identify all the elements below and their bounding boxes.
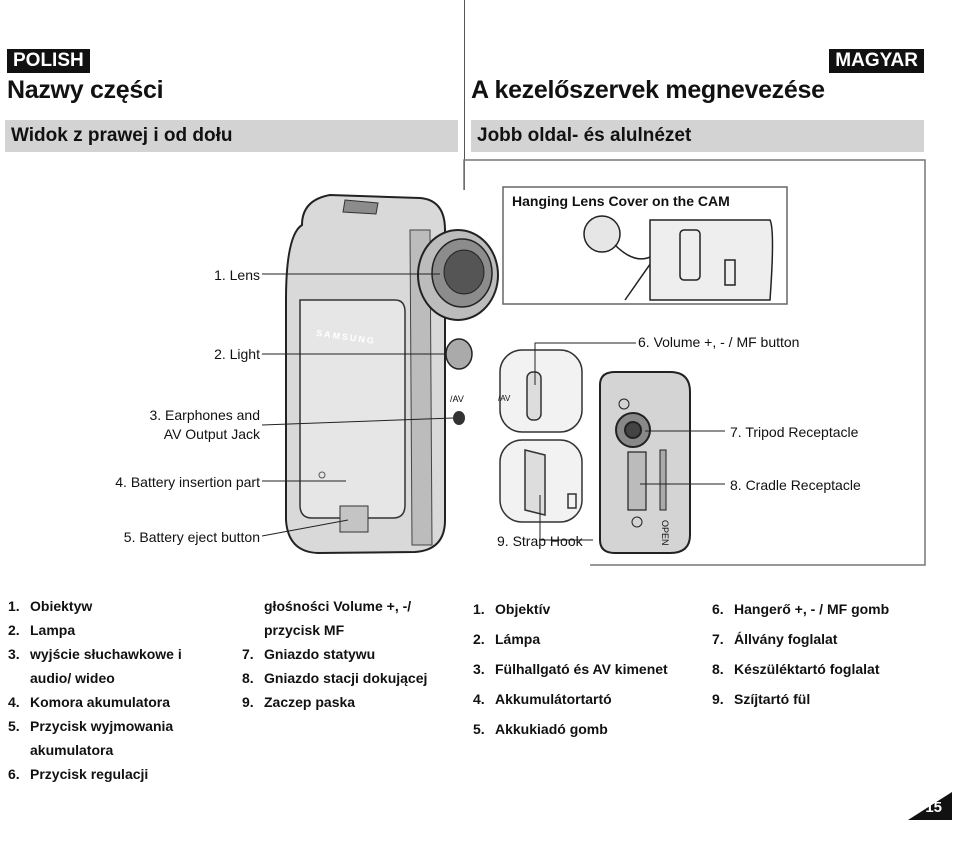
diagram-frame	[261, 159, 926, 566]
hungarian-parts-list-col1: 1.Objektív 2.Lámpa 3.Fülhallgató és AV k…	[473, 594, 703, 744]
list-item: 2.Lámpa	[473, 631, 541, 647]
list-item: 1.Obiektyw	[8, 598, 93, 614]
list-item: 8.Készüléktartó foglalat	[712, 661, 880, 677]
list-item: 1.Objektív	[473, 601, 551, 617]
column-divider	[464, 0, 465, 190]
av-port-label: /AV	[450, 394, 464, 404]
callout-earphones-line1: 3. Earphones and	[149, 407, 260, 423]
callout-strap-hook: 9. Strap Hook	[497, 533, 583, 549]
open-label: OPEN	[660, 520, 670, 546]
page-number: 15	[925, 799, 942, 816]
list-item: 3.Fülhallgató és AV kimenet	[473, 661, 668, 677]
callout-light: 2. Light	[214, 346, 260, 362]
page-title-polish: Nazwy części	[7, 76, 164, 104]
polish-parts-list-col1: 1.Obiektyw 2.Lampa 3.wyjście słuchawkowe…	[8, 594, 233, 786]
list-item: 7.Állvány foglalat	[712, 631, 838, 647]
list-item: 2.Lampa	[8, 622, 76, 638]
list-item: 9.Szíjtartó fül	[712, 691, 811, 707]
list-item: głośności Volume +, -/	[264, 598, 412, 614]
list-item: 5.Przycisk wyjmowania	[8, 718, 174, 734]
list-item: 4.Komora akumulatora	[8, 694, 171, 710]
list-item: audio/ wideo	[30, 670, 115, 686]
callout-cradle: 8. Cradle Receptacle	[730, 477, 861, 493]
language-tag-hungarian: MAGYAR	[829, 49, 924, 73]
list-item: 4.Akkumulátortartó	[473, 691, 612, 707]
page-title-hungarian: A kezelőszervek megnevezése	[471, 76, 825, 104]
bottom-view-illustration	[599, 371, 691, 554]
section-heading-polish: Widok z prawej i od dołu	[5, 120, 458, 152]
list-item: 5.Akkukiadó gomb	[473, 721, 608, 737]
language-tag-polish: POLISH	[7, 49, 90, 73]
page-number-badge: 15	[908, 792, 952, 820]
list-item: 9.Zaczep paska	[242, 694, 356, 710]
hungarian-parts-list-col2: 6.Hangerő +, - / MF gomb 7.Állvány fogla…	[712, 594, 932, 714]
callout-earphones-line2: AV Output Jack	[163, 426, 260, 442]
inset-title: Hanging Lens Cover on the CAM	[512, 193, 730, 209]
lens-cover-illustration	[583, 215, 774, 301]
callout-tripod: 7. Tripod Receptacle	[730, 424, 859, 440]
triangle-marker-icon	[908, 792, 952, 820]
list-item: akumulatora	[30, 742, 114, 758]
list-item: 6.Przycisk regulacji	[8, 766, 149, 782]
list-item: 6.Hangerő +, - / MF gomb	[712, 601, 890, 617]
list-item: 7.Gniazdo statywu	[242, 646, 376, 662]
camcorder-body-illustration	[285, 193, 499, 555]
polish-parts-list-col2: głośności Volume +, -/ przycisk MF 7.Gni…	[242, 594, 462, 714]
callout-volume-mf: 6. Volume +, - / MF button	[638, 334, 800, 350]
callout-battery-insertion: 4. Battery insertion part	[115, 474, 260, 490]
list-item: przycisk MF	[264, 622, 345, 638]
list-item: 8.Gniazdo stacji dokującej	[242, 670, 428, 686]
callout-lens: 1. Lens	[214, 267, 260, 283]
av-port-label-closeup: /AV	[498, 394, 511, 403]
callout-battery-eject: 5. Battery eject button	[123, 529, 260, 545]
closeup-illustrations	[499, 349, 583, 523]
camcorder-diagram: Hanging Lens Cover on the CAM 1. Lens 2.…	[115, 159, 926, 566]
section-heading-hungarian: Jobb oldal- és alulnézet	[471, 120, 924, 152]
list-item: 3.wyjście słuchawkowe i	[8, 646, 182, 662]
